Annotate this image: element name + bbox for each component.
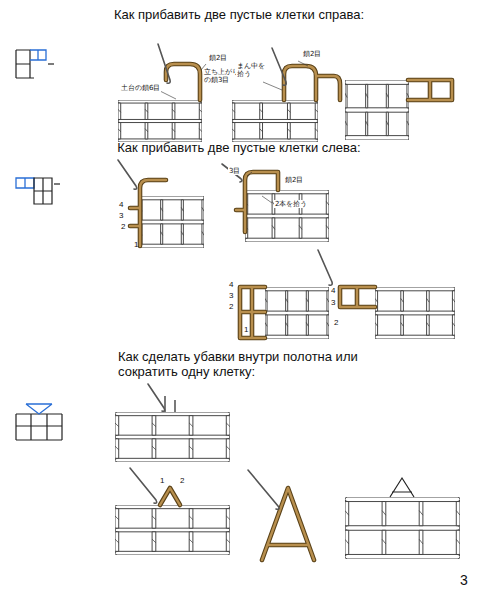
callout-number: 2 bbox=[180, 476, 184, 485]
callout-number: 3 bbox=[331, 298, 335, 307]
annotation: 鎖2目 bbox=[284, 176, 304, 184]
callout-number: 4 bbox=[229, 280, 233, 289]
annotation: まん中を 拾う bbox=[236, 62, 268, 78]
yarn bbox=[130, 64, 452, 560]
annotation: 3目 bbox=[228, 167, 241, 175]
leader-line bbox=[160, 61, 308, 203]
callout-number: 1 bbox=[244, 325, 248, 334]
annotation: 2本を拾う bbox=[274, 200, 308, 208]
schema-icon bbox=[16, 404, 62, 440]
annotation: 鎖2目 bbox=[302, 50, 322, 58]
callout-number: 1 bbox=[134, 240, 138, 249]
callout-number: 4 bbox=[119, 200, 123, 209]
schema-icon bbox=[16, 178, 60, 204]
callout-number: 2 bbox=[121, 222, 125, 231]
callout-number: 2 bbox=[334, 318, 338, 327]
callout-number: 2 bbox=[229, 302, 233, 311]
section-heading: Как сделать убавки внутри полотна или со… bbox=[118, 350, 373, 380]
yarn bbox=[130, 64, 452, 560]
section-heading: 3 bbox=[460, 572, 468, 588]
section-heading: Как прибавить две пустые клетки справа: bbox=[0, 8, 479, 23]
stitch-lines bbox=[165, 396, 414, 497]
section-heading: Как прибавить две пустые клетки слева: bbox=[0, 141, 479, 156]
annotation: 土台の鎖6目 bbox=[120, 84, 161, 92]
callout-number: 1 bbox=[160, 476, 164, 485]
schema-icon bbox=[16, 50, 54, 78]
annotation: 鎖2目 bbox=[208, 54, 228, 62]
callout-number: 4 bbox=[331, 286, 335, 295]
callout-number: 3 bbox=[119, 211, 123, 220]
crochet-hook bbox=[118, 44, 332, 509]
callout-number: 3 bbox=[229, 291, 233, 300]
